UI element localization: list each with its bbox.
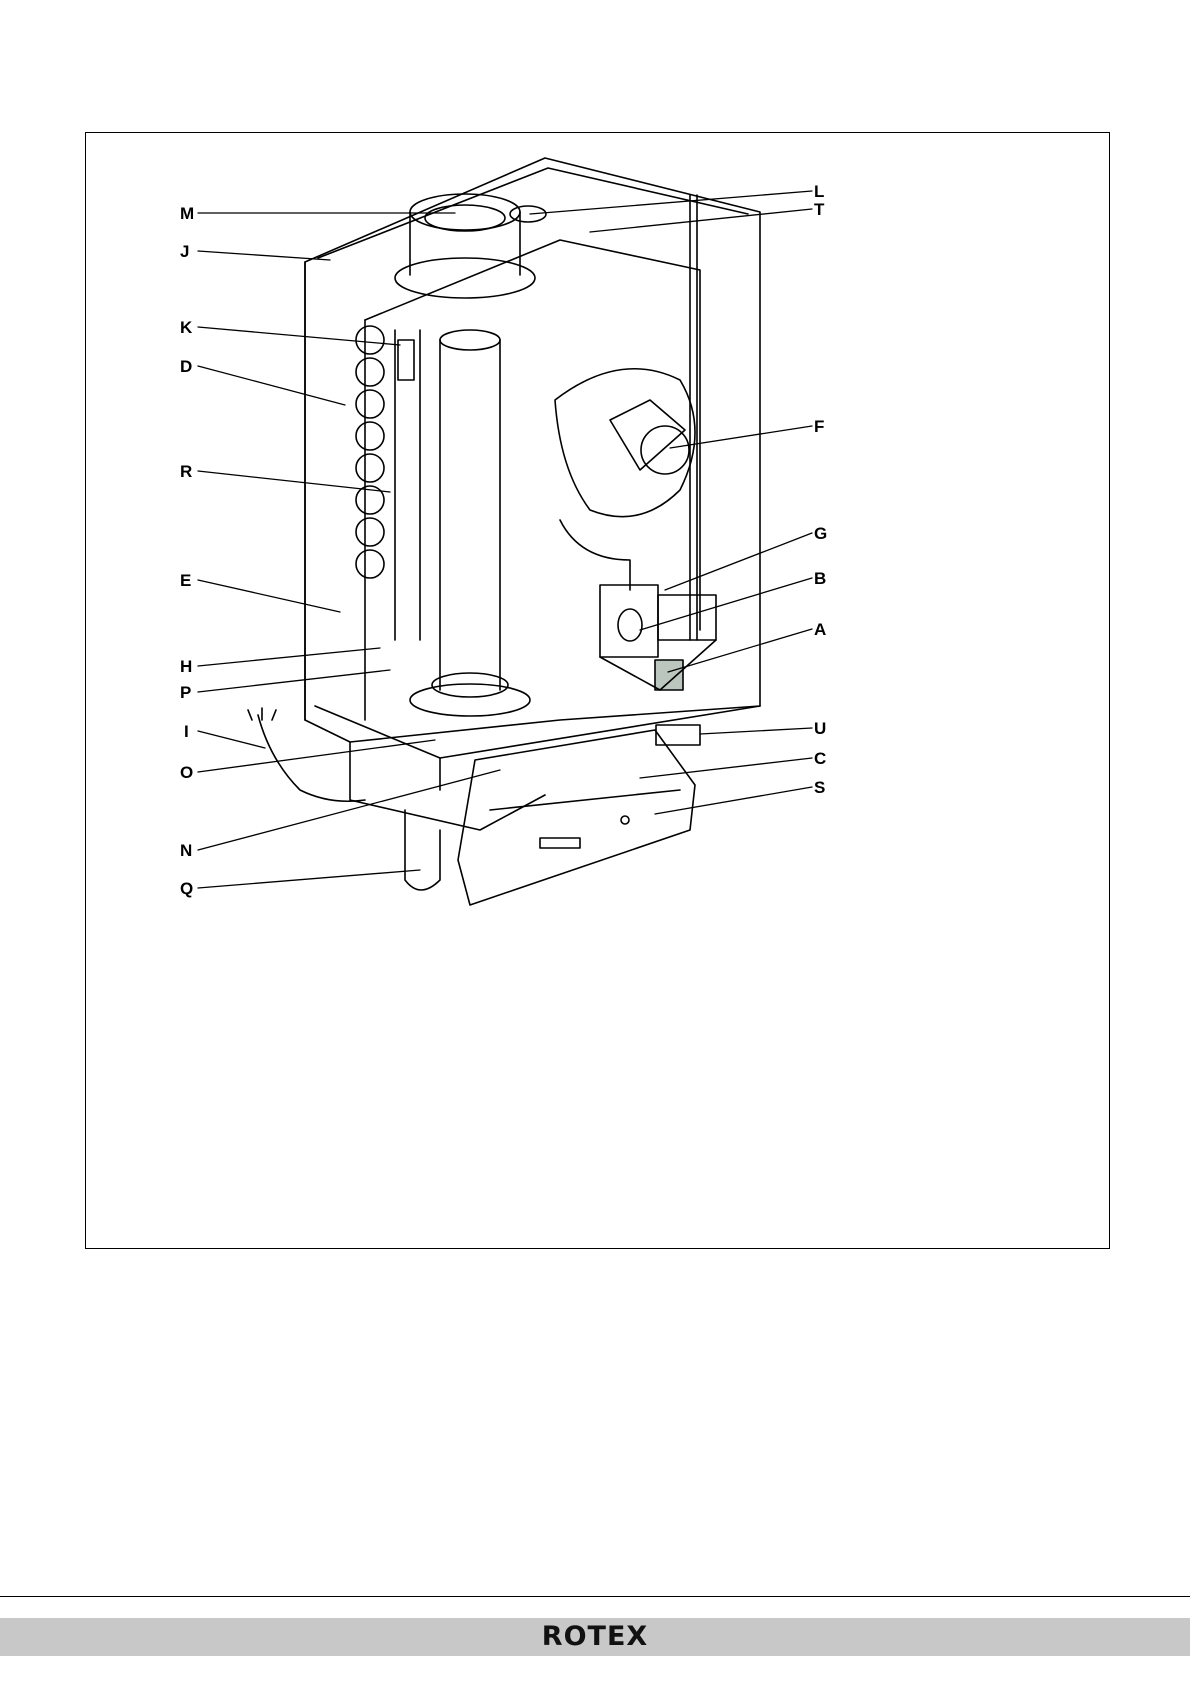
flue-pipe	[395, 194, 546, 716]
boiler-casing	[305, 158, 760, 830]
leader-lines	[198, 191, 812, 888]
callout-A: A	[814, 621, 832, 639]
callout-H: H	[180, 658, 198, 676]
callout-E: E	[180, 572, 198, 590]
callout-C: C	[814, 750, 832, 768]
callout-M: M	[180, 205, 198, 223]
callout-T: T	[814, 201, 832, 219]
callout-S: S	[814, 779, 832, 797]
mains-cable	[248, 708, 365, 801]
callout-R: R	[180, 463, 198, 481]
callout-O: O	[180, 764, 198, 782]
callout-L: L	[814, 183, 832, 201]
callout-D: D	[180, 358, 198, 376]
callout-N: N	[180, 842, 198, 860]
callout-K: K	[180, 319, 198, 337]
callout-P: P	[180, 684, 198, 702]
callout-B: B	[814, 570, 832, 588]
callout-G: G	[814, 525, 832, 543]
siphon	[405, 810, 440, 890]
fan-assembly	[555, 369, 695, 590]
control-panel	[458, 725, 700, 905]
callout-U: U	[814, 720, 832, 738]
callout-Q: Q	[180, 880, 198, 898]
brand-logo: ROTEX	[0, 1618, 1190, 1656]
callout-J: J	[180, 243, 198, 261]
footer-rule	[0, 1596, 1190, 1597]
callout-I: I	[184, 723, 202, 741]
gas-valve	[600, 585, 716, 690]
callout-F: F	[814, 418, 832, 436]
